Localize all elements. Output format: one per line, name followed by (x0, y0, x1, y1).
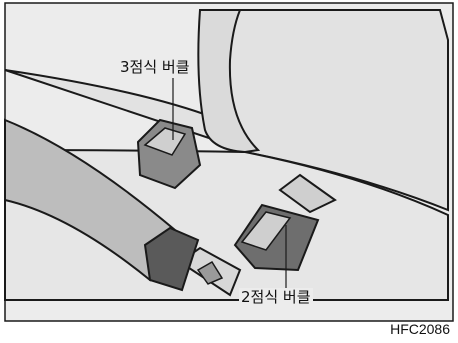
figure-code: HFC2086 (390, 321, 450, 337)
two-point-buckle-label: 2점식 버클 (239, 288, 313, 306)
three-point-buckle-label: 3점식 버클 (118, 58, 192, 76)
